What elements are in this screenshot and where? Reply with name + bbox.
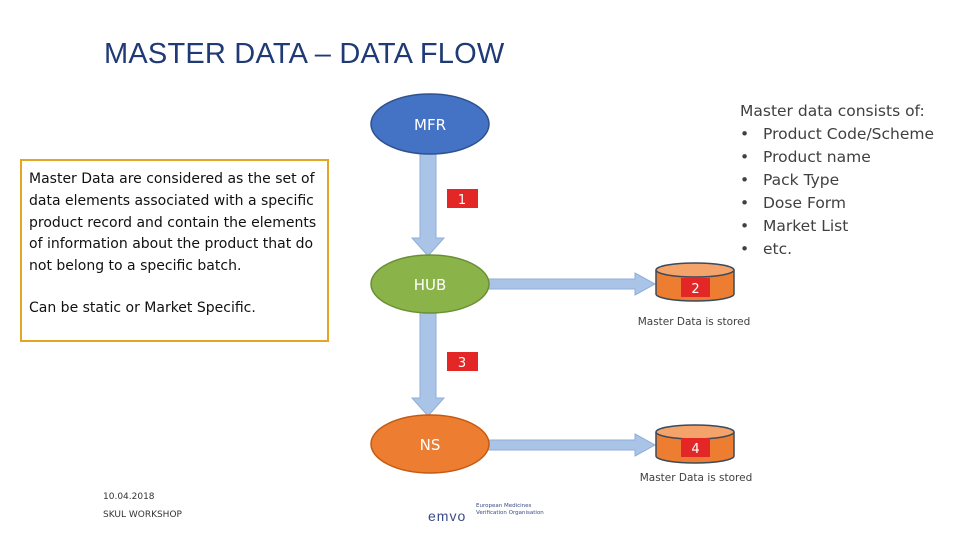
bullet-icon: • xyxy=(740,240,750,258)
step-badge-3: 3 xyxy=(447,352,478,371)
list-heading: Master data consists of: xyxy=(740,102,925,120)
step-badge-2 xyxy=(681,278,710,297)
node-ns: NS xyxy=(370,414,490,474)
store-caption-ns: Master Data is stored xyxy=(640,472,753,484)
definition-box: Master Data are considered as the set of… xyxy=(20,159,329,342)
definition-text: Master Data are considered as the set of… xyxy=(29,171,317,275)
logo-org-name: European Medicines Verification Organisa… xyxy=(476,503,544,516)
master-data-list: Master data consists of: •Product Code/S… xyxy=(740,100,934,261)
logo-mark: emvo xyxy=(428,508,467,524)
bullet-icon: • xyxy=(740,148,750,166)
list-item: •Market List xyxy=(740,215,934,238)
store-caption-hub: Master Data is stored xyxy=(638,316,751,328)
list-item: •Product name xyxy=(740,146,934,169)
list-item: •Pack Type xyxy=(740,169,934,192)
node-mfr-label: MFR xyxy=(414,116,446,134)
storage-cylinder-ns: 4 xyxy=(655,424,735,464)
arrow-hub-to-store xyxy=(487,272,657,296)
arrow-mfr-to-hub xyxy=(410,149,446,257)
svg-text:3: 3 xyxy=(458,356,466,371)
list-item: •etc. xyxy=(740,238,934,261)
bullet-icon: • xyxy=(740,171,750,189)
bullet-icon: • xyxy=(740,217,750,235)
page-title: MASTER DATA – DATA FLOW xyxy=(104,38,505,70)
step-badge-4 xyxy=(681,438,710,457)
footer-event: SKUL WORKSHOP xyxy=(103,510,182,520)
list-item: •Dose Form xyxy=(740,192,934,215)
node-hub-label: HUB xyxy=(414,276,447,294)
definition-note: Can be static or Market Specific. xyxy=(29,299,256,316)
bullet-icon: • xyxy=(740,125,750,143)
emvo-logo: emvo European Medicines Verification Org… xyxy=(428,502,544,526)
step-badge-4-label: 4 xyxy=(691,442,699,457)
svg-text:1: 1 xyxy=(458,193,466,208)
step-badge-2-label: 2 xyxy=(691,282,699,297)
list-item: •Product Code/Scheme xyxy=(740,123,934,146)
arrow-hub-to-ns xyxy=(410,311,446,417)
storage-cylinder-hub: 2 xyxy=(655,262,735,302)
step-badge-1: 1 xyxy=(447,189,478,208)
bullet-icon: • xyxy=(740,194,750,212)
node-mfr: MFR xyxy=(370,93,490,155)
arrow-ns-to-store xyxy=(487,433,657,457)
node-ns-label: NS xyxy=(420,436,441,454)
footer-date: 10.04.2018 xyxy=(103,492,155,502)
node-hub: HUB xyxy=(370,254,490,314)
